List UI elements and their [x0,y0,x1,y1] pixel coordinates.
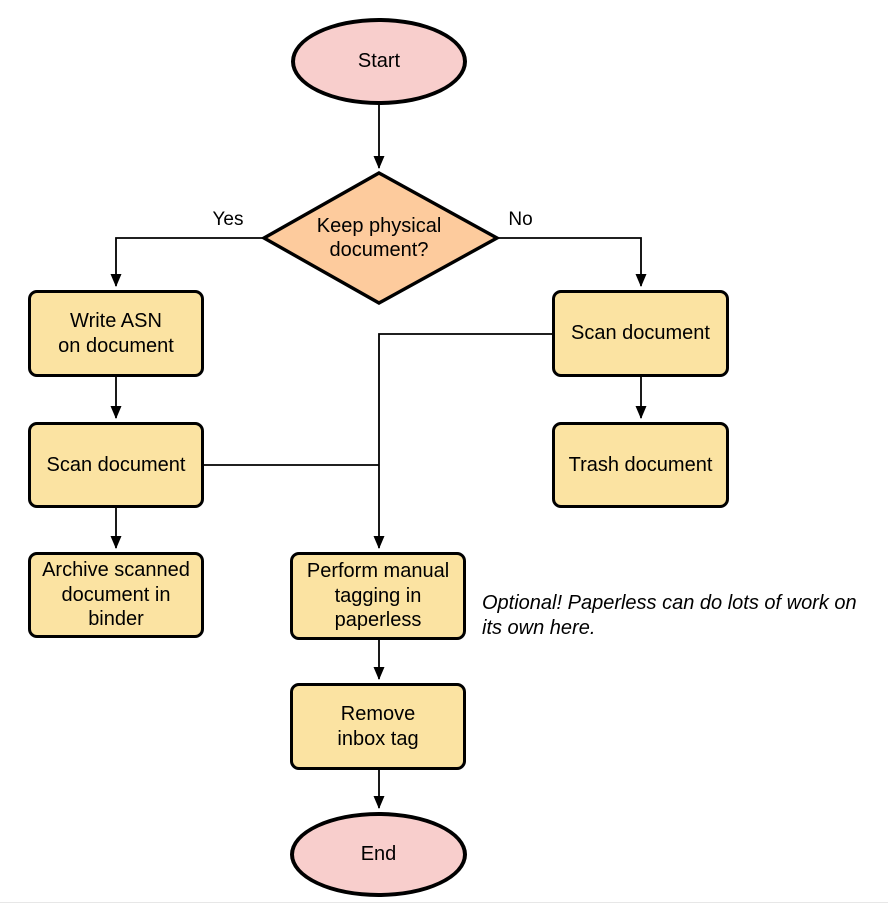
node-archive-label: Archive scanned document in binder [42,559,190,631]
node-scan-document-right[interactable]: Scan document [552,290,729,377]
node-scan-document-left[interactable]: Scan document [28,422,204,508]
node-remove-label: Remove inbox tag [337,703,419,750]
edge-decision-scan-right [498,237,647,287]
node-scan-right-label: Scan document [571,322,710,345]
node-write-asn-label: Write ASN on document [58,310,174,357]
node-end[interactable]: End [290,812,467,897]
annotation-optional-note: Optional! Paperless can do lots of work … [482,592,857,640]
node-start[interactable]: Start [291,18,467,105]
node-perform-label: Perform manual tagging in paperless [306,560,450,632]
node-perform-tagging[interactable]: Perform manual tagging in paperless [290,552,466,640]
node-scan-left-label: Scan document [46,453,186,476]
node-write-asn[interactable]: Write ASN on document [28,290,204,377]
decision-diamond-shape[interactable] [260,171,501,305]
node-remove-inbox-tag[interactable]: Remove inbox tag [290,683,466,770]
node-end-label: End [360,843,397,866]
page-bottom-divider [0,902,888,903]
edge-label-no: No [508,209,533,230]
node-trash-label: Trash document [568,453,713,476]
edge-label-yes: Yes [212,209,244,230]
decision-text: Keep physical document? [316,214,442,261]
edge-decision-write-asn [110,237,263,287]
edge-scan-right-perform [373,333,552,549]
node-trash-document[interactable]: Trash document [552,422,729,508]
node-archive-document[interactable]: Archive scanned document in binder [28,552,204,638]
node-decision-label[interactable]: Keep physical document? [279,212,479,264]
node-start-label: Start [357,50,401,73]
